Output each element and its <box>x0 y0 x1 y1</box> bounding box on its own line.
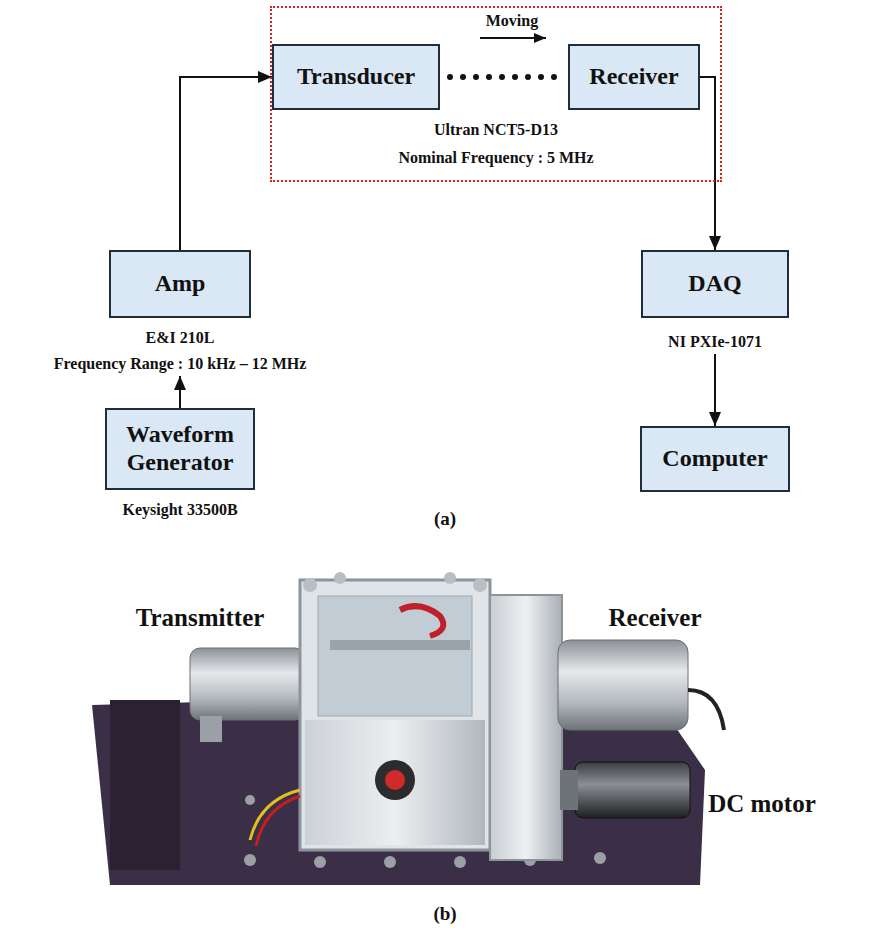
box-label: Transducer <box>297 63 415 91</box>
tank-frame <box>305 720 485 845</box>
box-label: Receiver <box>589 63 678 91</box>
signal-arrow <box>180 77 272 250</box>
caption-label: DC motor <box>708 790 816 818</box>
caption-label: Receiver <box>609 604 702 632</box>
dc-motor <box>575 762 690 818</box>
process-box: Computer <box>640 426 790 492</box>
red-part <box>400 606 443 636</box>
process-box: Transducer <box>272 44 440 110</box>
acrylic-tank <box>300 580 490 850</box>
box-label: DAQ <box>688 270 741 298</box>
component-node: AmpE&I 210L Frequency Range : 10 kHz – 12… <box>51 250 310 376</box>
spec-text: Ultran NCT5-D13 <box>272 120 720 139</box>
wing-nuts <box>303 572 487 592</box>
transmitter-cylinder <box>190 648 305 720</box>
process-box: Waveform Generator <box>105 408 255 490</box>
rail <box>110 700 180 870</box>
dotted-path <box>450 74 558 80</box>
dotted-region: Ultran NCT5-D13Nominal Frequency : 5 MHz… <box>270 6 722 182</box>
process-box: Amp <box>109 250 251 318</box>
caption-label: (a) <box>434 508 456 530</box>
cable-gland <box>200 716 222 742</box>
receiver-mount <box>490 595 562 860</box>
caption-label: Moving <box>486 12 538 30</box>
track <box>330 640 470 650</box>
caption-label: Transmitter <box>136 604 265 632</box>
component-node: Computer <box>640 426 790 492</box>
component-node: DAQ NI PXIe-1071 <box>641 250 789 354</box>
signal-arrow <box>179 376 181 408</box>
spec-text: Nominal Frequency : 5 MHz <box>272 148 720 167</box>
wire <box>256 796 300 846</box>
model-label: Keysight 33500B <box>105 500 255 519</box>
component-node: Waveform GeneratorKeysight 33500B <box>105 408 255 522</box>
motor-coupling <box>560 770 578 810</box>
cable <box>688 690 724 730</box>
box-label: Waveform Generator <box>117 421 243 476</box>
fan-hub <box>385 770 405 790</box>
receiver-cylinder <box>558 640 688 730</box>
process-box: DAQ <box>641 250 789 318</box>
component-node: Receiver <box>568 44 700 110</box>
box-label: Computer <box>662 445 767 473</box>
moving-arrow <box>480 37 546 39</box>
model-label: Frequency Range : 10 kHz – 12 MHz <box>51 354 310 373</box>
caption-label: (b) <box>433 903 456 925</box>
signal-arrow <box>714 354 716 426</box>
model-label: E&I 210L <box>51 328 310 347</box>
model-label: NI PXIe-1071 <box>641 332 789 351</box>
box-label: Amp <box>155 270 206 298</box>
process-box: Receiver <box>568 44 700 110</box>
component-node: Transducer <box>272 44 440 110</box>
fan <box>375 760 415 800</box>
tank-window <box>318 596 472 716</box>
signal-arrow <box>700 77 715 250</box>
